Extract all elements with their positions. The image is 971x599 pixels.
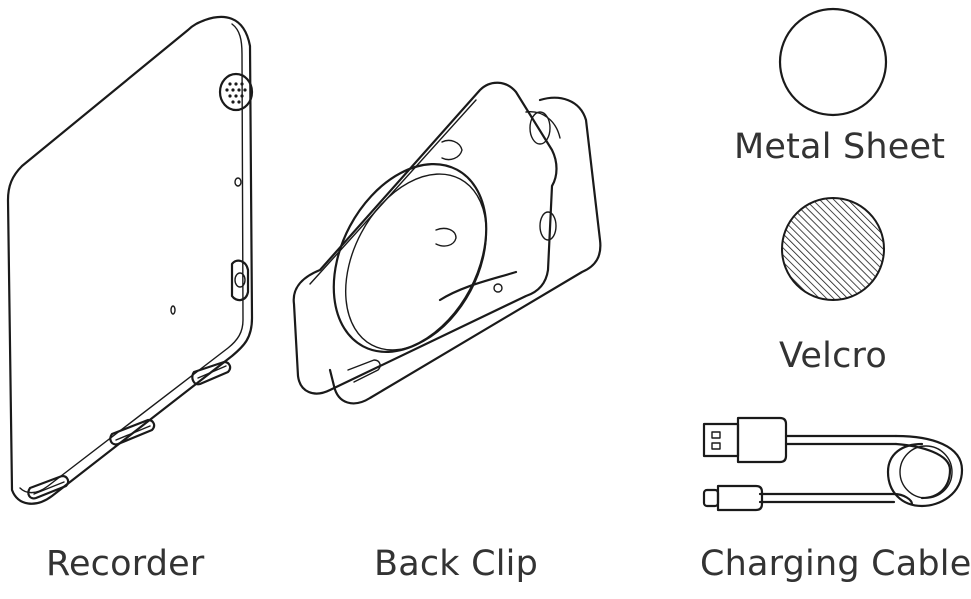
recorder-label: Recorder	[46, 544, 205, 584]
charging-cable-illustration	[702, 416, 964, 512]
back-clip-illustration	[292, 81, 602, 405]
metal-sheet-label: Metal Sheet	[734, 127, 946, 167]
velcro-label: Velcro	[779, 336, 887, 376]
recorder-illustration	[6, 15, 254, 505]
velcro-illustration	[781, 197, 885, 301]
back-clip-label: Back Clip	[374, 544, 538, 584]
charging-cable-label: Charging Cable	[700, 544, 971, 584]
metal-sheet-illustration	[778, 7, 888, 117]
